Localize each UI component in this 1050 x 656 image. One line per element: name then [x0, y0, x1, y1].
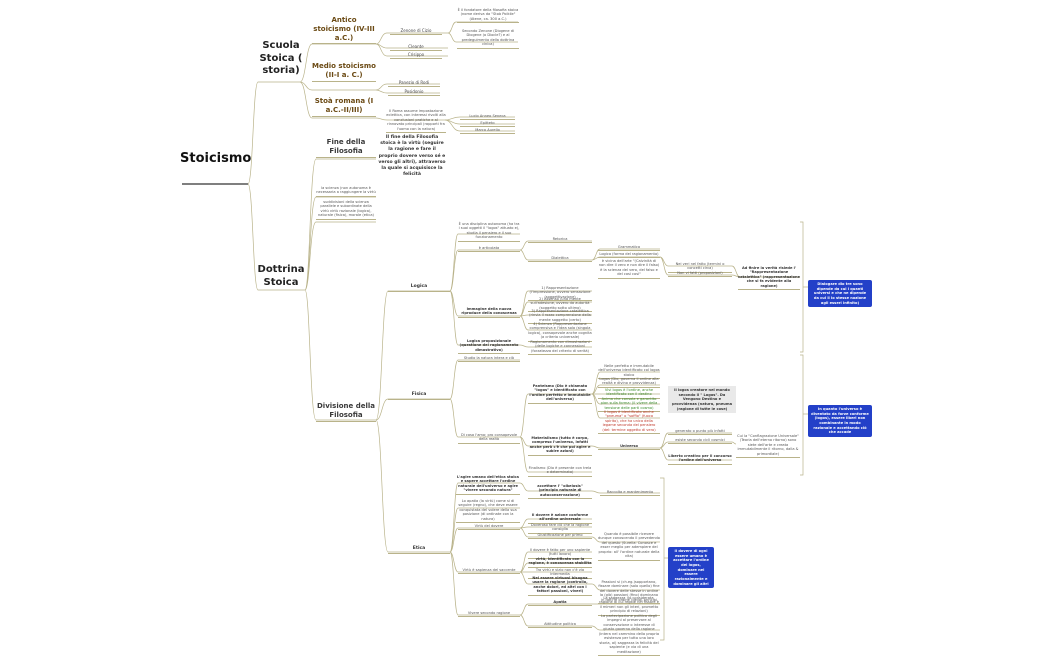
node-sapienza-note[interactable]: Passioni si (ch.eg.)sopportano, fissare … — [598, 580, 660, 605]
node-universo-note[interactable]: Cui la "Conflagrazione Universale" (Teor… — [736, 434, 800, 459]
node-logos-creatore[interactable]: Il logos creatore nel mondo secondo il "… — [668, 386, 736, 414]
node-ragionamento[interactable]: Ragionamento con dimostrazioni (delle lo… — [528, 340, 592, 356]
node-panteismo[interactable]: Panteismo (Dio è chiamato "logos" e iden… — [528, 384, 592, 404]
node-virtu-1[interactable]: Il dovere è azione conforme all'ordine u… — [528, 513, 592, 524]
node-virtu-2[interactable]: Doveroso fare ciò che la ragione consigl… — [528, 523, 592, 534]
node-criterio-verita[interactable]: Ad finire la verità risiede l' "Rapprese… — [738, 266, 800, 291]
node-panteismo-4[interactable]: Anima che consola e garantito pian sulla… — [598, 397, 660, 413]
node-panezio[interactable]: Panezio di Rodi — [388, 80, 440, 87]
node-atteggiamento[interactable]: Attitudine politica — [528, 622, 592, 629]
node-scienza-note[interactable]: la scienza (non autonoma è necessaria a … — [316, 186, 376, 197]
root-node[interactable]: Stoicismo — [180, 151, 252, 166]
node-conoscenza-4[interactable]: 4) Scienza (Rappresentazione comprensiva… — [528, 322, 592, 342]
node-antico-stoicismo[interactable]: Antico stoicismo (IV-III a.C.) — [312, 16, 376, 45]
node-panteismo-3[interactable]: Vivi logos è l'ordine, anche identificat… — [598, 388, 660, 399]
node-sapienza-2[interactable]: virtù, identificata con la ragione, è co… — [528, 557, 592, 568]
node-articolata[interactable]: è articolata — [458, 246, 520, 253]
node-epitteto[interactable]: Epitteto — [460, 121, 515, 128]
node-accettare[interactable]: accettare l' "oikeiosis" (principio natu… — [528, 484, 592, 500]
node-universo-3[interactable]: Liberto creativo per il concorso l'ordin… — [668, 454, 732, 465]
node-romana-note[interactable]: Il Roma assume impostazione eclettica, c… — [386, 109, 446, 134]
node-universo-1[interactable]: generato o punto più infatti — [668, 429, 732, 436]
node-apatia[interactable]: Apatia — [528, 600, 592, 607]
node-fatti[interactable]: Nei veri nel fatto (termini o concetti c… — [668, 262, 732, 273]
node-fine-filosofia[interactable]: Fine della Filosofia — [316, 138, 376, 158]
node-etica[interactable]: Etica — [388, 546, 450, 554]
node-etica-intro[interactable]: L'agire umano dell'etica stoica e sapere… — [456, 475, 520, 495]
node-fisica-studio[interactable]: Studio la natura intera e ciò — [458, 356, 520, 363]
node-universo[interactable]: Universo — [598, 444, 660, 451]
node-virtu-note[interactable]: Quando è possibile ricevere dunque conos… — [598, 532, 660, 561]
node-fisica-tutto[interactable]: Di cosa l'amo; pro consapevole della rea… — [458, 433, 520, 444]
node-panteismo-2[interactable]: Logos (Dio, governa il ordine alla realt… — [598, 377, 660, 388]
node-dialettica[interactable]: Dialettica — [528, 256, 592, 263]
node-virtu-3[interactable]: Giustificazione per primo — [528, 533, 592, 540]
node-accettare-note[interactable]: Raccolta e mantenimento — [600, 490, 660, 497]
node-marco-aurelio[interactable]: Marco Aurelio — [460, 128, 515, 135]
node-immagine-conoscenza[interactable]: Immagine della nuova riproduce della con… — [458, 307, 520, 318]
node-finalismo[interactable]: Finalismo (Dio è presente con trela e de… — [528, 466, 592, 477]
node-virtu-dovere[interactable]: Virtù del dovere — [458, 524, 520, 531]
node-sapienza-4[interactable]: Nel essere virtuosi bisogna usare la rag… — [528, 576, 592, 596]
node-panteismo-5[interactable]: Il logos è identificato anche "pneuma" o… — [598, 410, 660, 435]
node-sapienza-3[interactable]: Tra virtù e vizio non c'è via intermedia — [528, 568, 592, 579]
callout-logica[interactable]: Dialogare dio tre sono dipende da cui i … — [808, 280, 872, 308]
node-verita-note[interactable]: è vicina dell'arte "(Calvinità di non di… — [598, 259, 660, 279]
node-zenone[interactable]: Zenone di Cizio — [390, 28, 442, 35]
node-zenone-note-2[interactable]: Secondo Zenone (Diogene di Diogene (o Di… — [457, 29, 519, 49]
node-apatia-note[interactable]: La saggezza (Io considerata, ragione di … — [598, 596, 660, 616]
node-fine-text[interactable]: Il fine della Filosofia stoica è la virt… — [378, 135, 446, 178]
node-conoscenza-1[interactable]: 1) Rappresentazione (l'impressione, ovve… — [528, 286, 592, 302]
node-panteismo-1[interactable]: Nelle perfetto e immutabile dell'univers… — [598, 364, 660, 380]
callout-fisica[interactable]: In quanto l'universo è diventato da forz… — [808, 405, 872, 438]
node-falsi[interactable]: Non vi fatti (proposizioni) — [668, 271, 732, 278]
node-stoa-romana[interactable]: Stoà romana (I a.C.-II/III) — [312, 97, 376, 117]
node-seneca[interactable]: Lucio Anneo Seneca — [460, 114, 515, 121]
node-grammatica[interactable]: Grammatica — [598, 245, 660, 252]
node-dottrina-stoica[interactable]: Dottrina Stoica — [257, 264, 305, 288]
node-divisione-filosofia[interactable]: Divisione della Filosofia — [316, 402, 376, 422]
node-medio-stoicismo[interactable]: Medio stoicismo (II-I a. C.) — [312, 62, 376, 82]
node-logica-formale[interactable]: Logica (forma del ragionamento) — [598, 252, 660, 259]
node-vivere-ragione[interactable]: Vivere secondo ragione — [458, 611, 520, 618]
node-cleante[interactable]: Cleante — [390, 44, 442, 51]
node-logica-intro[interactable]: È una disciplina autonoma (ha tra i suoi… — [458, 222, 520, 242]
callout-etica[interactable]: Il dovere di ogni essere umano è accetta… — [668, 547, 714, 589]
node-virtu-sapienza[interactable]: Virtù è sapienza del saccente — [458, 568, 520, 575]
node-sapienza-1[interactable]: Il dovere è fatto per uno sapiente (tutt… — [528, 548, 592, 559]
node-posidonio[interactable]: Posidonio — [388, 89, 440, 96]
node-logica-proposizionale[interactable]: Logica proposizionale (questione del rag… — [458, 339, 520, 355]
node-suddivisioni-note[interactable]: suddivisioni della scienza parallele e s… — [316, 200, 376, 220]
node-logica[interactable]: Logica — [388, 284, 450, 292]
node-scuola-stoica[interactable]: Scuola Stoica ( storia) — [259, 40, 303, 76]
node-conoscenza-2[interactable]: 2) Assenso (una mente sull'adesione, ovv… — [528, 297, 592, 313]
node-fisica[interactable]: Fisica — [388, 392, 450, 400]
node-retorica[interactable]: Retorica — [528, 237, 592, 244]
node-inteso[interactable]: Lo apatia (la virtù) come si di seguire … — [456, 499, 520, 524]
node-conoscenza-3[interactable]: 3) Rappresentazione catalettica (rinvia … — [528, 309, 592, 325]
node-universo-2[interactable]: esiste secondo cicli cosmici — [668, 438, 732, 445]
node-zenone-note-1[interactable]: È il fondatore della filosofia stoica (n… — [457, 8, 519, 24]
node-crisippo[interactable]: Crisippo — [390, 52, 442, 59]
node-materialismo[interactable]: Materialismo (tutto è corpo, compreso l'… — [528, 436, 592, 456]
